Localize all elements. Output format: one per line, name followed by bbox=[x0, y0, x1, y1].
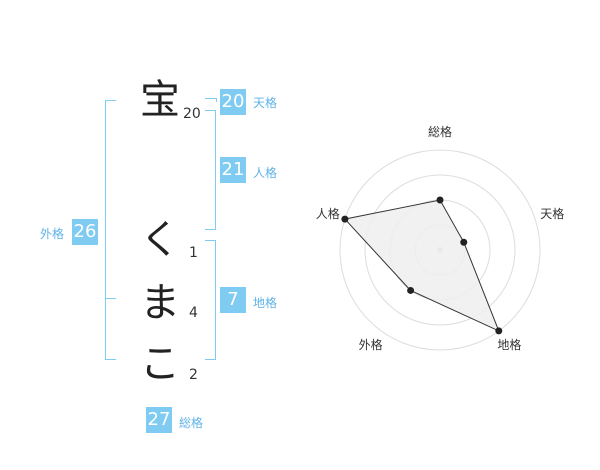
name-char-4: こ bbox=[140, 341, 180, 387]
gaikaku-label: 外格 bbox=[40, 227, 65, 241]
jinkaku-value: 21 bbox=[220, 157, 246, 183]
chikaku-bracket bbox=[205, 240, 216, 360]
radar-chart: 総格 天格 地格 外格 人格 bbox=[290, 110, 590, 400]
tenkaku-value: 20 bbox=[220, 89, 246, 115]
axis-label-jinkaku: 人格 bbox=[315, 206, 340, 221]
radar-point-0 bbox=[436, 196, 444, 204]
tenkaku-label: 天格 bbox=[253, 96, 278, 110]
chikaku-label: 地格 bbox=[253, 296, 278, 310]
name-char-1: 宝 bbox=[140, 77, 180, 123]
radar-point-3 bbox=[407, 286, 415, 294]
radar-point-2 bbox=[495, 327, 503, 335]
axis-label-soukaku: 総格 bbox=[428, 125, 453, 139]
gaikaku-bracket-tick bbox=[105, 298, 116, 299]
axis-label-gaikaku: 外格 bbox=[358, 338, 383, 353]
jinkaku-label: 人格 bbox=[253, 166, 278, 180]
radar-point-1 bbox=[460, 238, 468, 246]
stroke-count-1: 20 bbox=[183, 106, 201, 122]
soukaku-label: 総格 bbox=[179, 416, 204, 430]
radar-ring-3 bbox=[364, 174, 516, 326]
gaikaku-value: 26 bbox=[72, 219, 98, 245]
radar-point-4 bbox=[341, 215, 349, 223]
stroke-count-3: 4 bbox=[189, 305, 198, 321]
name-column: 宝 20 く 1 ま 4 こ 2 20 天格 21 人格 7 地格 26 外格 … bbox=[40, 77, 278, 433]
radar-svg bbox=[339, 149, 541, 351]
axis-label-chikaku: 地格 bbox=[497, 338, 522, 353]
radar-ring-4 bbox=[339, 149, 541, 351]
jinkaku-bracket bbox=[205, 110, 216, 230]
chikaku-value: 7 bbox=[220, 287, 246, 313]
name-char-2: く bbox=[140, 217, 180, 263]
radar-polygon bbox=[343, 199, 500, 332]
stroke-count-2: 1 bbox=[189, 245, 198, 261]
axis-label-tenkaku: 天格 bbox=[540, 206, 565, 221]
gaikaku-bracket bbox=[105, 100, 116, 360]
stroke-count-4: 2 bbox=[189, 367, 198, 383]
name-char-3: ま bbox=[140, 280, 180, 326]
soukaku-value: 27 bbox=[146, 407, 172, 433]
tenkaku-bracket bbox=[205, 98, 217, 102]
